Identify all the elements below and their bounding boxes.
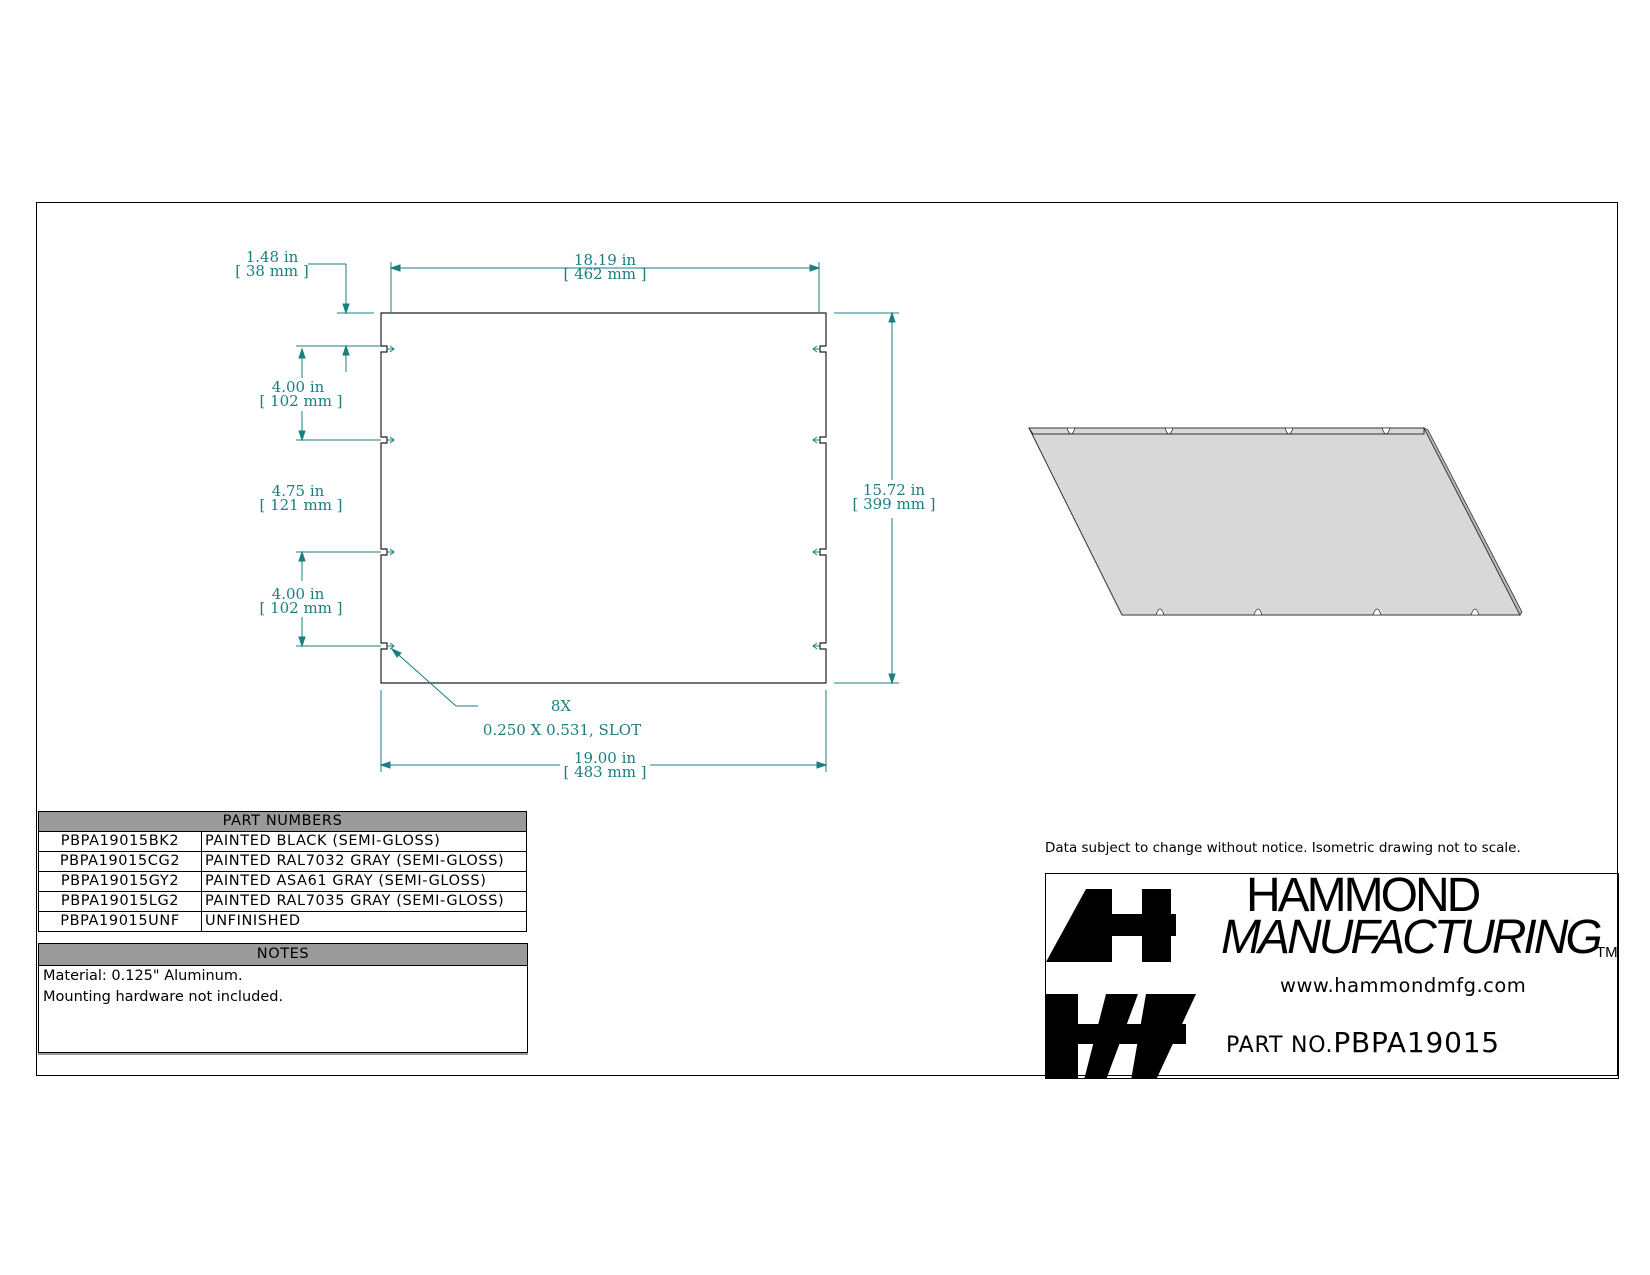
drawing-border bbox=[36, 202, 1618, 1076]
hammond-logo bbox=[1046, 889, 1196, 1078]
dim-slot-top-in: 4.00 in bbox=[272, 378, 325, 396]
notes-box: NOTES Material: 0.125" Aluminum. Mountin… bbox=[38, 943, 528, 1053]
part-numbers-table: PART NUMBERS PBPA19015BK2 PAINTED BLACK … bbox=[38, 811, 527, 932]
dim-height-in: 15.72 in bbox=[863, 481, 926, 499]
note-line: Mounting hardware not included. bbox=[43, 989, 284, 1005]
notes-header: NOTES bbox=[39, 944, 527, 966]
dim-top-width-in: 18.19 in bbox=[574, 251, 637, 269]
part-desc-cell: UNFINISHED bbox=[201, 911, 527, 932]
part-desc-cell: PAINTED RAL7032 GRAY (SEMI-GLOSS) bbox=[201, 851, 527, 872]
table-row: PBPA19015BK2 PAINTED BLACK (SEMI-GLOSS) bbox=[38, 831, 527, 852]
part-no-value: PBPA19015 bbox=[1333, 1026, 1500, 1059]
part-number-cell: PBPA19015UNF bbox=[38, 911, 202, 932]
trademark: TM bbox=[1596, 944, 1618, 961]
dim-bottom-width-in: 19.00 in bbox=[574, 749, 637, 767]
brand-line2: MANUFACTURING bbox=[1221, 911, 1603, 964]
part-number-cell: PBPA19015CG2 bbox=[38, 851, 202, 872]
table-row: PBPA19015UNF UNFINISHED bbox=[38, 911, 527, 932]
note-line: Material: 0.125" Aluminum. bbox=[43, 968, 243, 984]
table-row: PBPA19015LG2 PAINTED RAL7035 GRAY (SEMI-… bbox=[38, 891, 527, 912]
part-desc-cell: PAINTED ASA61 GRAY (SEMI-GLOSS) bbox=[201, 871, 527, 892]
dim-height-mm: [ 399 mm ] bbox=[852, 495, 935, 513]
dim-height bbox=[834, 311, 899, 685]
slot-leader bbox=[390, 647, 478, 707]
part-number-cell: PBPA19015BK2 bbox=[38, 831, 202, 852]
part-no-label: PART NO. bbox=[1226, 1033, 1334, 1058]
dim-top-offset-in: 1.48 in bbox=[246, 248, 299, 266]
part-number-cell: PBPA19015LG2 bbox=[38, 891, 202, 912]
slot-markers bbox=[387, 345, 820, 650]
brand-line1: HAMMOND bbox=[1246, 873, 1481, 922]
title-block: HAMMOND MANUFACTURING TM www.hammondmfg.… bbox=[1045, 873, 1619, 1079]
dim-slot-mid-mm: [ 121 mm ] bbox=[259, 496, 342, 514]
dim-slot-bottom-mm: [ 102 mm ] bbox=[259, 599, 342, 617]
table-row: PBPA19015CG2 PAINTED RAL7032 GRAY (SEMI-… bbox=[38, 851, 527, 872]
dim-top-offset bbox=[296, 263, 381, 372]
slot-size: 0.250 X 0.531, SLOT bbox=[483, 721, 641, 739]
disclaimer: Data subject to change without notice. I… bbox=[1045, 840, 1521, 856]
website-link[interactable]: www.hammondmfg.com bbox=[1280, 974, 1527, 997]
panel-outline bbox=[380, 312, 827, 684]
dim-left-slots bbox=[296, 347, 381, 648]
dim-bottom-width-mm: [ 483 mm ] bbox=[563, 763, 646, 781]
part-no: PART NO.PBPA19015 bbox=[1226, 1026, 1500, 1059]
dim-top-width-mm: [ 462 mm ] bbox=[563, 265, 646, 283]
slot-count: 8X bbox=[551, 697, 572, 715]
part-desc-cell: PAINTED RAL7035 GRAY (SEMI-GLOSS) bbox=[201, 891, 527, 912]
part-desc-cell: PAINTED BLACK (SEMI-GLOSS) bbox=[201, 831, 527, 852]
part-number-cell: PBPA19015GY2 bbox=[38, 871, 202, 892]
part-numbers-header: PART NUMBERS bbox=[38, 811, 527, 832]
isometric-view bbox=[1028, 427, 1523, 616]
dim-slot-mid-in: 4.75 in bbox=[272, 482, 325, 500]
dim-slot-bottom-in: 4.00 in bbox=[272, 585, 325, 603]
dim-slot-top-mm: [ 102 mm ] bbox=[259, 392, 342, 410]
dim-top-offset-mm: [ 38 mm ] bbox=[235, 262, 309, 280]
table-row: PBPA19015GY2 PAINTED ASA61 GRAY (SEMI-GL… bbox=[38, 871, 527, 892]
dim-bottom-width bbox=[379, 690, 828, 772]
dim-top-width bbox=[389, 262, 821, 313]
